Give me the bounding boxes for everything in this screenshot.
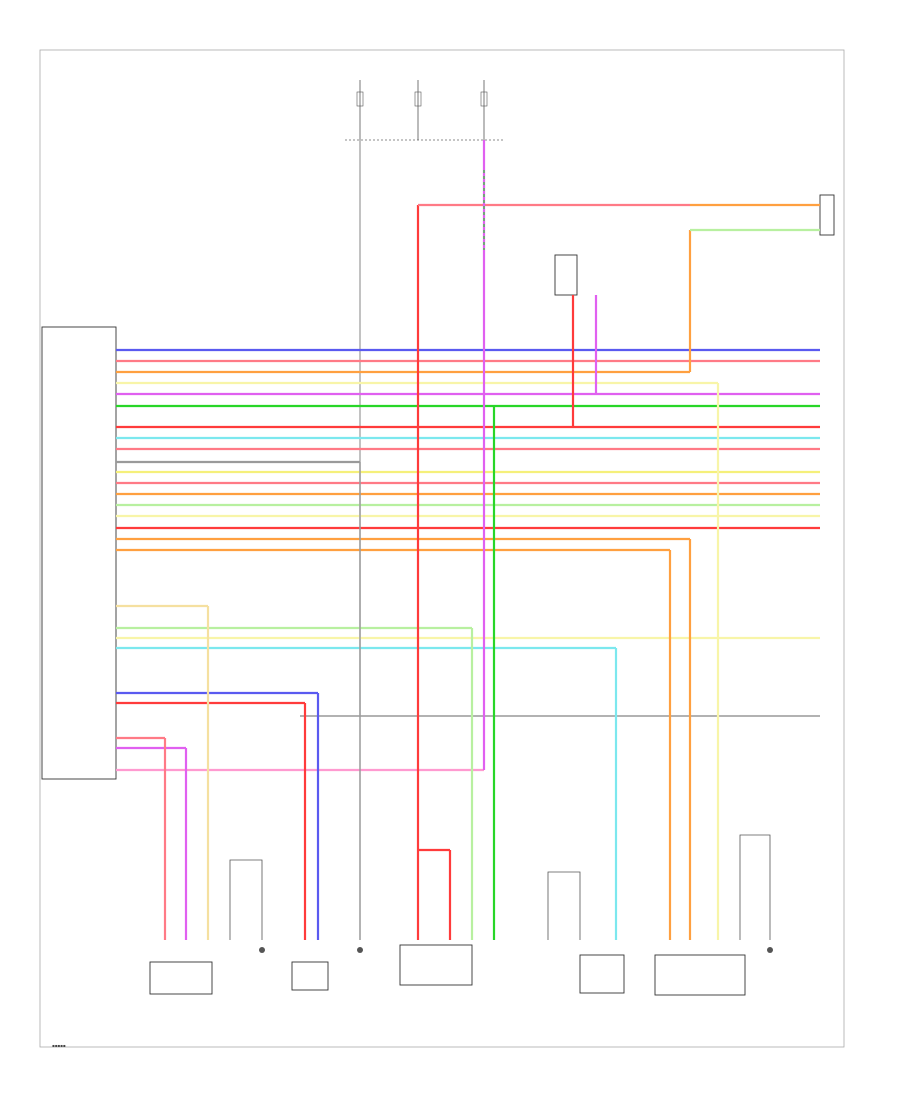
bottom-components [149,944,773,996]
ground-wires [229,834,771,940]
vertical-wires [163,140,820,940]
diagram-border [39,49,845,1048]
right-connector [819,194,835,236]
switch-top [554,254,578,296]
harness-wires [116,348,820,772]
fuse-feeds [345,80,505,715]
control-module-box [41,326,117,780]
footer-code: ▪▪▪▪▪ [52,1043,66,1048]
